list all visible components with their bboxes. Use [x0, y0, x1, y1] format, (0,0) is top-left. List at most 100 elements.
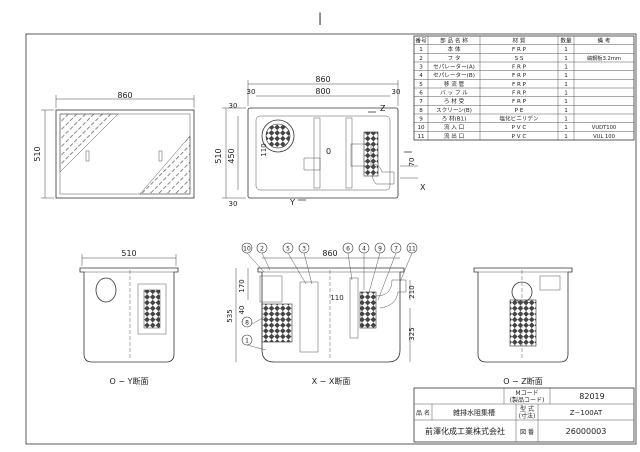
balloon-circle [406, 242, 418, 254]
dim-xx-110: 110 [330, 294, 343, 302]
balloon-leader [377, 252, 397, 301]
label-section-oy: O − Y断面 [110, 376, 149, 386]
plan-view: 0 860 800 30 30 510 450 30 30 110 70 Z Y… [214, 75, 426, 208]
table-header-cell: 部 品 名 称 [440, 36, 468, 44]
company-name: 前澤化成工業株式会社 [425, 426, 505, 436]
table-header-cell: 備 考 [598, 36, 611, 44]
balloon-label: 9 [378, 245, 382, 252]
balloon-label: 10 [243, 245, 251, 252]
balloon-circle [342, 242, 354, 254]
header-mark: | [318, 11, 322, 25]
section-xx: 860 535 170 40 210 325 110 X − X断面 [226, 249, 416, 386]
balloon-leader [246, 344, 267, 351]
dim-xx-170: 170 [238, 279, 246, 292]
table-cell: VUDT100 [592, 125, 616, 131]
mcode-label-2: (製品コード) [510, 396, 545, 404]
table-cell: 11 [417, 134, 425, 140]
balloon-label: 2 [260, 245, 264, 252]
table-cell: 塩化ビニリデン [499, 114, 539, 122]
dim-lid-height: 510 [33, 146, 42, 161]
balloon-label: 1 [245, 337, 249, 344]
label-section-oz: O − Z断面 [503, 376, 543, 386]
balloon-leader [287, 252, 307, 285]
balloon-label: 11 [408, 245, 416, 252]
marker-z: Z [380, 104, 386, 113]
name-value: 雑排水阻集槽 [453, 408, 495, 417]
table-cell: 1 [564, 47, 568, 53]
table-header-cell: 数量 [560, 36, 572, 44]
dim-plan-bottom: 30 [229, 200, 238, 208]
balloon-label: 8 [245, 319, 249, 326]
table-cell: 1 [564, 99, 568, 105]
balloon-circle [298, 242, 310, 254]
dim-outlet-offset: 110 [260, 143, 268, 156]
dim-oy-width: 510 [121, 249, 136, 258]
table-cell: 9 [419, 116, 423, 122]
balloon-leader [246, 252, 265, 273]
balloon-label: 4 [362, 245, 366, 252]
table-cell: 1 [564, 64, 568, 70]
table-cell: F R P [512, 73, 527, 79]
balloon-label: 7 [394, 245, 398, 252]
table-cell: 10 [417, 125, 425, 131]
balloon-circle [241, 316, 253, 328]
table-cell: 1 [419, 47, 423, 53]
table-cell: バ ッ フ ル [440, 89, 468, 96]
table-cell: 1 [564, 56, 568, 62]
lid-top-view: 860 510 [33, 91, 195, 199]
table-cell: スクリーン(B) [436, 107, 472, 114]
dim-xx-width: 860 [322, 249, 337, 258]
dim-lid-width: 860 [117, 91, 132, 100]
table-cell: ろ 材(B1) [442, 114, 467, 122]
section-oz: O − Z断面 [473, 267, 573, 386]
label-section-xx: X − X断面 [312, 376, 351, 386]
dim-plan-inner: 800 [315, 87, 330, 96]
mcode-label-1: Mコード [515, 390, 538, 397]
dim-plan-width: 860 [315, 75, 330, 84]
table-cell: P V C [512, 134, 527, 140]
drawing-no-label: 図 番 [520, 429, 534, 436]
balloon-circle [282, 242, 294, 254]
table-cell: 縞鋼板3.2mm [587, 54, 621, 62]
table-cell: P E [515, 108, 524, 114]
dim-outlet-small: 70 [408, 158, 416, 167]
balloon-circle [374, 242, 386, 254]
drawing-no-value: 26000003 [566, 427, 607, 436]
model-value: Z−100AT [570, 409, 603, 417]
table-cell: セパレーター(B) [433, 71, 475, 79]
table-cell: 2 [419, 56, 423, 62]
table-cell: F R P [512, 47, 527, 53]
balloon-circle [241, 242, 253, 254]
table-cell: 1 [564, 116, 568, 122]
title-block: Mコード (製品コード) 82019 品 名 雑排水阻集槽 型 式 (寸法) Z… [413, 387, 635, 443]
dim-plan-left: 30 [247, 88, 256, 96]
balloon-leader [347, 252, 353, 281]
table-cell: 3 [419, 64, 423, 70]
table-cell: F R P [512, 64, 527, 70]
table-cell: 1 [564, 82, 568, 88]
table-cell: 1 [564, 125, 568, 131]
table-cell: F R P [512, 90, 527, 96]
section-oy: 510 O − Y断面 [79, 249, 179, 386]
table-cell: 4 [419, 73, 423, 79]
table-cell: VUL 100 [593, 134, 615, 140]
model-label-1: 型 式 [520, 405, 534, 413]
balloon-circle [390, 242, 402, 254]
balloon-circle [256, 242, 268, 254]
table-cell: 5 [419, 82, 423, 88]
dim-plan-top: 30 [229, 102, 238, 110]
table-cell: S S [515, 56, 524, 62]
table-cell: 1 [564, 134, 568, 140]
table-header-cell: 材 質 [513, 36, 526, 44]
dim-xx-210: 210 [408, 285, 416, 298]
balloon-leader [367, 252, 381, 297]
table-header-cell: 番号 [415, 37, 427, 44]
balloon-leader [303, 252, 313, 285]
table-cell: 流 入 口 [444, 123, 464, 131]
table-cell: 8 [419, 108, 423, 114]
balloon-circle [358, 242, 370, 254]
table-cell: P V C [512, 125, 527, 131]
